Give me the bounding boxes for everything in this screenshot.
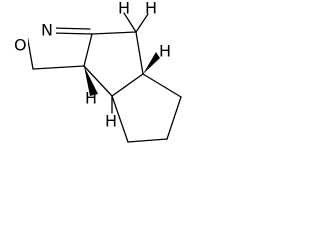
bond-c3-n-single — [51, 32, 93, 35]
atom-h-right-label: H — [159, 42, 171, 61]
bond-ch2-ch2-bottom — [127, 138, 168, 143]
wedge-bond-h-right — [143, 52, 160, 74]
bond-c3a-c3 — [83, 33, 93, 67]
bond-ch2-c — [135, 31, 144, 75]
bond-h-top-right — [135, 13, 149, 33]
atom-h-left-label: H — [85, 89, 97, 108]
bond-c3-n-double — [51, 27, 91, 30]
atom-o-label: O — [14, 36, 27, 55]
bond-ch2-ch-left — [111, 95, 129, 143]
bond-ch2-c3a — [32, 65, 85, 70]
bond-ch-ch2-right — [142, 73, 182, 98]
bond-ring-fusion-right — [111, 73, 144, 97]
bond-c3-ch2 — [91, 31, 137, 35]
atom-n-label: N — [41, 21, 53, 40]
bond-ch2-ch2-bottom-right — [166, 96, 182, 140]
atom-h-top-center-label: H — [118, 0, 130, 18]
atom-h-bottom-center-label: H — [105, 112, 117, 131]
molecule-structure: N O H H H H H — [12, 0, 182, 143]
bond-ring-fusion-left — [83, 65, 113, 97]
bond-h-top-center — [123, 12, 137, 33]
wedge-bond-h-left — [84, 66, 98, 96]
atom-h-top-right-label: H — [145, 0, 157, 18]
